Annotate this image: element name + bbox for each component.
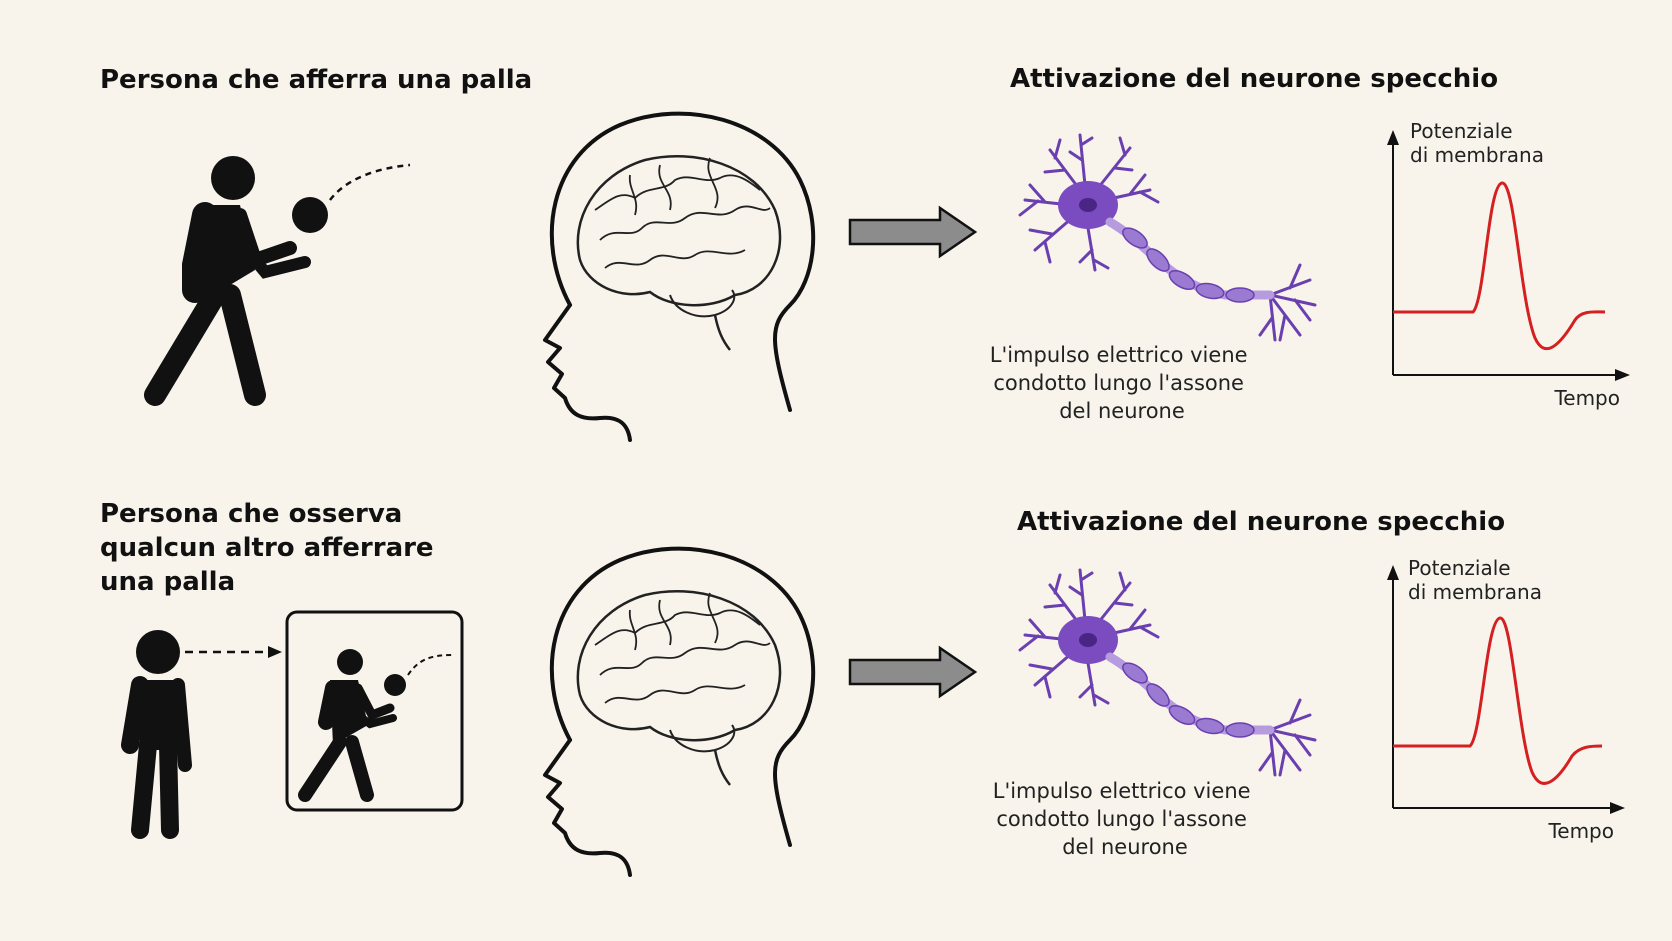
neuron-icon <box>1020 135 1315 340</box>
membrane-potential-graph-1 <box>1387 130 1630 381</box>
y-axis-label-2: Potenziale di membrana <box>1408 556 1542 604</box>
membrane-potential-graph-2 <box>1387 565 1625 814</box>
person-observing-icon <box>121 610 464 839</box>
person-catching-icon <box>144 156 411 406</box>
neuron-caption-1: L'impulso elettrico viene condotto lungo… <box>990 343 1254 423</box>
person-label-2: Persona che osserva qualcun altro afferr… <box>100 499 443 597</box>
arrow-right-icon <box>848 646 977 698</box>
action-potential-curve-2 <box>1393 616 1603 785</box>
activation-title-1: Attivazione del neurone specchio <box>1010 64 1498 94</box>
activation-title-2: Attivazione del neurone specchio <box>1017 507 1505 537</box>
brain-head-icon <box>543 546 816 877</box>
brain-head-icon <box>543 111 816 443</box>
person-label-1: Persona che afferra una palla <box>100 65 532 95</box>
arrow-right-icon <box>848 206 977 258</box>
x-axis-label-1: Tempo <box>1553 386 1620 410</box>
y-axis-label-1: Potenziale di membrana <box>1410 119 1544 167</box>
action-potential-curve-1 <box>1393 181 1606 351</box>
neuron-icon <box>1020 570 1315 775</box>
neuron-caption-2: L'impulso elettrico viene condotto lungo… <box>993 779 1257 859</box>
x-axis-label-2: Tempo <box>1547 819 1614 843</box>
